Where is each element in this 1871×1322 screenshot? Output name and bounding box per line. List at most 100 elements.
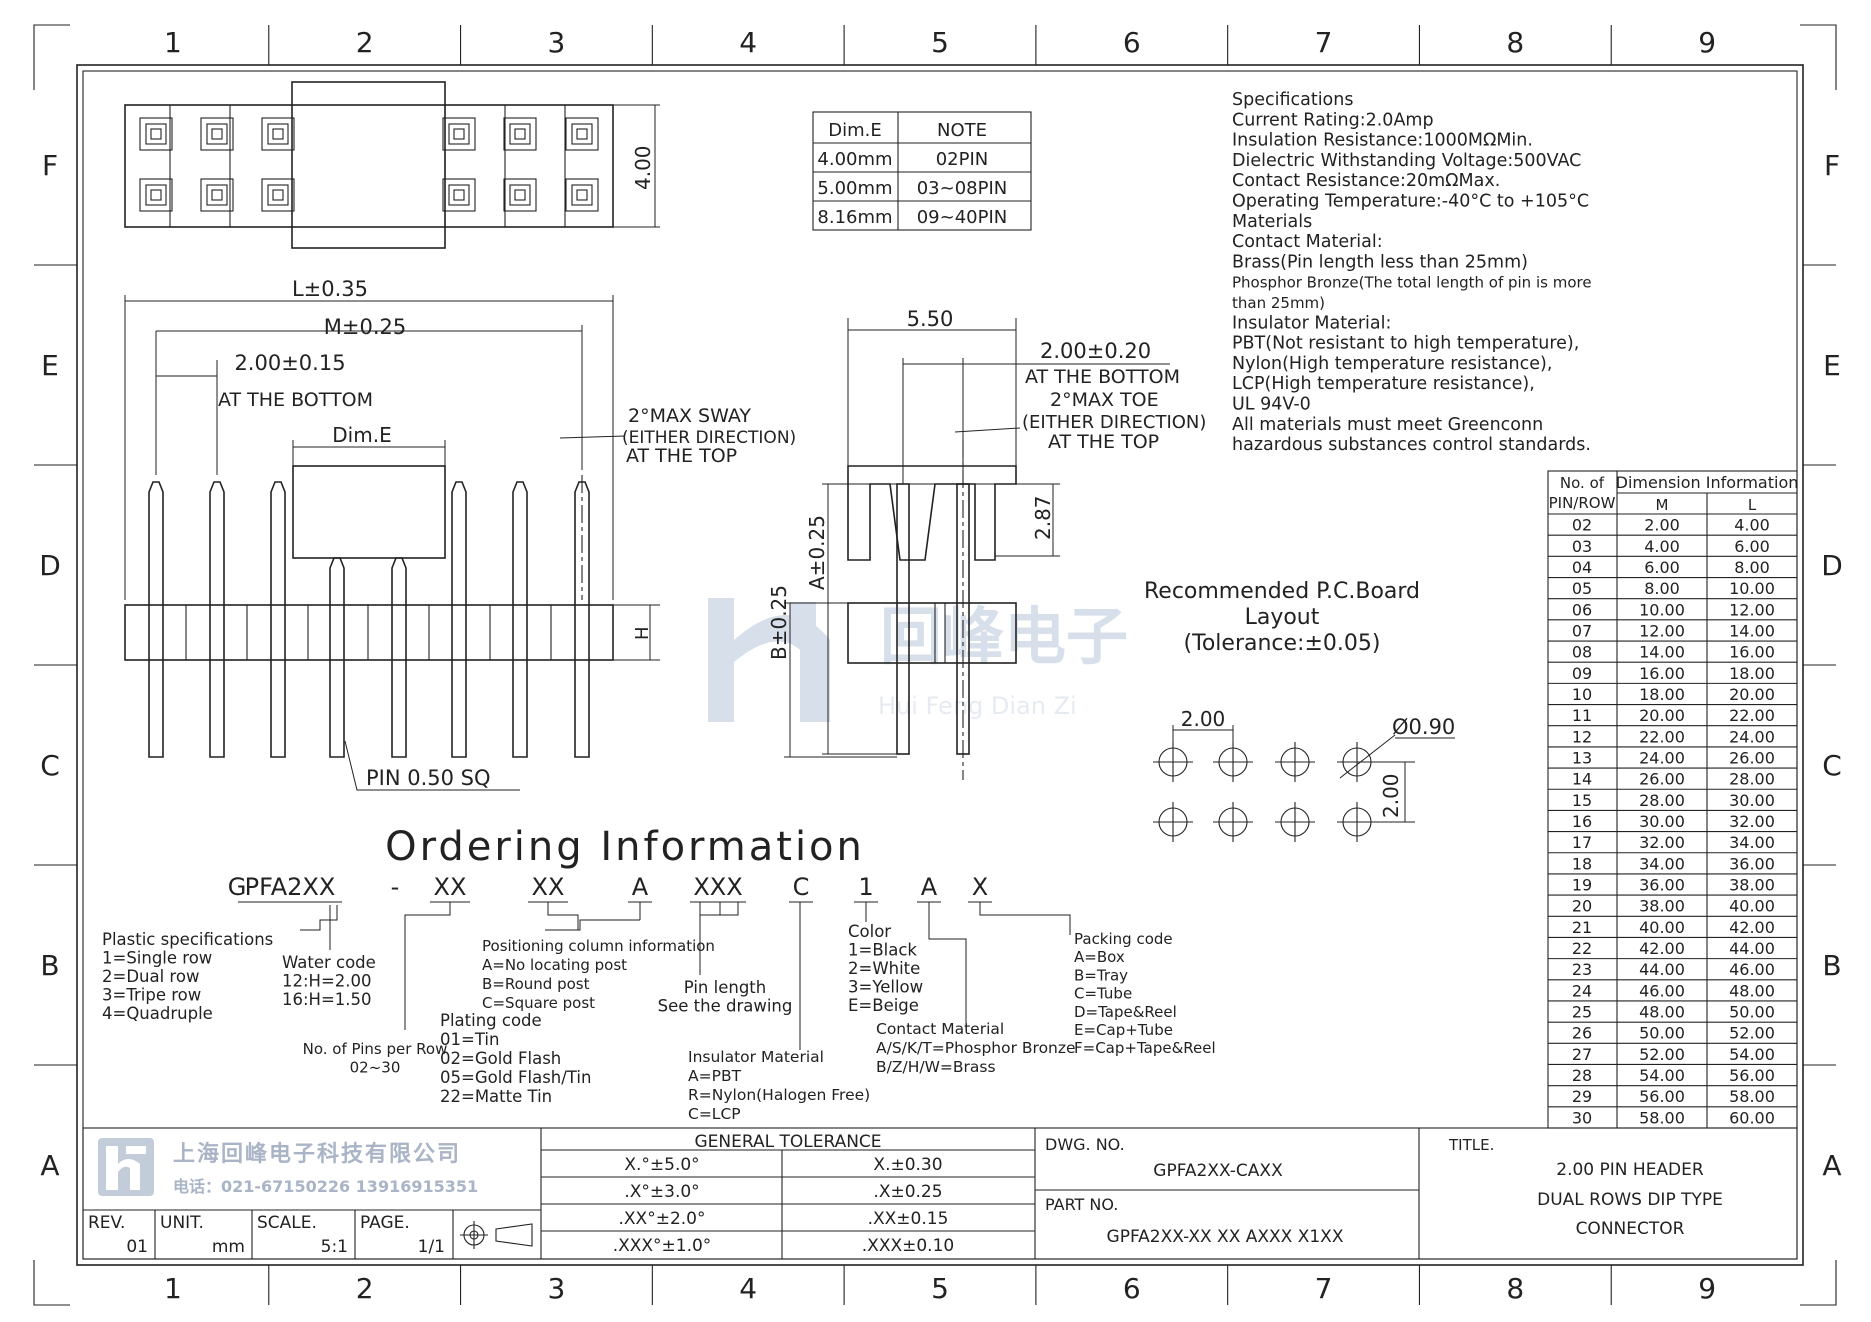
order-plating-line: 02=Gold Flash bbox=[440, 1049, 561, 1068]
note-table-header-dim: Dim.E bbox=[828, 120, 882, 141]
company-logo bbox=[98, 1138, 154, 1196]
dim-table-cell: 48.00 bbox=[1729, 981, 1775, 1000]
dim-table-cell: 21 bbox=[1572, 918, 1592, 937]
pin-square-icon bbox=[503, 178, 537, 212]
side-287-dim: 2.87 bbox=[1031, 495, 1055, 540]
grid-column-label: 4 bbox=[739, 1272, 757, 1305]
pcb-title-line1: Recommended P.C.Board bbox=[1144, 579, 1420, 604]
pin-square-icon bbox=[261, 117, 295, 151]
company-name: 上海回峰电子科技有限公司 bbox=[173, 1141, 461, 1167]
order-code-part: - bbox=[391, 873, 400, 901]
order-code-part: XX bbox=[434, 873, 467, 901]
ordering-title: Ordering Information bbox=[385, 824, 865, 870]
grid-column-label: 4 bbox=[739, 26, 757, 59]
part-no-label: PART NO. bbox=[1045, 1195, 1118, 1214]
header-pin bbox=[270, 481, 286, 758]
grid-column-label: 5 bbox=[931, 1272, 949, 1305]
pin-square-icon bbox=[565, 117, 599, 151]
pcb-pitch-x: 2.00 bbox=[1181, 707, 1226, 731]
front-sway-line2: (EITHER DIRECTION) bbox=[622, 428, 796, 448]
dim-table-cell: 14 bbox=[1572, 770, 1592, 789]
tolerance-row: .X°±3.0°.X±0.25 bbox=[624, 1182, 942, 1202]
side-width-dim: 5.50 bbox=[907, 307, 954, 331]
spec-line: Dielectric Withstanding Voltage:500VAC bbox=[1232, 151, 1581, 171]
note-table-cell: 02PIN bbox=[936, 149, 989, 170]
dim-table-header-l: L bbox=[1748, 496, 1757, 514]
dim-table-cell: 14.00 bbox=[1729, 621, 1775, 640]
dim-table-cell: 28 bbox=[1572, 1066, 1592, 1085]
spec-line: PBT(Not resistant to high temperature), bbox=[1232, 334, 1579, 354]
grid-column-label: 2 bbox=[356, 26, 374, 59]
side-pitch-note: AT THE BOTTOM bbox=[1025, 366, 1180, 388]
grid-column-label: 6 bbox=[1123, 26, 1141, 59]
dim-table-cell: 24 bbox=[1572, 981, 1592, 1000]
pin-square-icon bbox=[200, 178, 234, 212]
grid-column-label: 8 bbox=[1506, 26, 1524, 59]
order-code-part: A bbox=[632, 873, 649, 901]
dim-table-cell: 11 bbox=[1572, 706, 1592, 725]
dim-table-cell: 16 bbox=[1572, 812, 1592, 831]
tolerance-row: .XX°±2.0°.XX±0.15 bbox=[619, 1209, 949, 1229]
title-line1: 2.00 PIN HEADER bbox=[1556, 1160, 1704, 1180]
grid-column-label: 6 bbox=[1123, 1272, 1141, 1305]
dim-table-header-info: Dimension Information bbox=[1616, 473, 1799, 492]
pin-square-icon bbox=[503, 117, 537, 151]
header-pin bbox=[391, 557, 407, 758]
dim-table-cell: 8.00 bbox=[1734, 558, 1770, 577]
scale-value: 5:1 bbox=[321, 1237, 348, 1257]
order-packing-line: F=Cap+Tape&Reel bbox=[1074, 1039, 1216, 1057]
dim-table-cell: 46.00 bbox=[1639, 981, 1685, 1000]
dim-table-cell: 02 bbox=[1572, 516, 1592, 535]
note-table-header-note: NOTE bbox=[937, 120, 987, 141]
pin-square-icon bbox=[442, 178, 476, 212]
dwg-no-label: DWG. NO. bbox=[1045, 1135, 1125, 1154]
order-positioning-line: B=Round post bbox=[482, 975, 590, 993]
dim-table-cell: 32.00 bbox=[1729, 812, 1775, 831]
dim-table-cell: 22 bbox=[1572, 939, 1592, 958]
side-toe-line2: (EITHER DIRECTION) bbox=[1022, 412, 1206, 433]
order-code-part: A bbox=[921, 873, 938, 901]
order-code-part: 1 bbox=[858, 873, 873, 901]
grid-column-label: 9 bbox=[1698, 1272, 1716, 1305]
dim-table-cell: 30.00 bbox=[1729, 791, 1775, 810]
dim-table-cell: 10.00 bbox=[1729, 579, 1775, 598]
note-table: Dim.E NOTE 4.00mm 02PIN 5.00mm 03~08PIN … bbox=[812, 111, 1032, 231]
front-sway-line3: AT THE TOP bbox=[626, 445, 737, 467]
dim-table-cell: 25 bbox=[1572, 1003, 1592, 1022]
order-insulator-line: Insulator Material bbox=[688, 1048, 824, 1066]
dim-table-cell: 08 bbox=[1572, 643, 1592, 662]
grid-row-label: B bbox=[1822, 949, 1841, 982]
dim-table-cell: 54.00 bbox=[1729, 1045, 1775, 1064]
front-pitch-dim: 2.00±0.15 bbox=[234, 351, 345, 375]
grid-row-label: D bbox=[1821, 549, 1843, 582]
spec-line: Brass(Pin length less than 25mm) bbox=[1232, 252, 1528, 272]
grid-column-label: 2 bbox=[356, 1272, 374, 1305]
order-code-part: XXX bbox=[693, 873, 742, 901]
order-insulator-line: R=Nylon(Halogen Free) bbox=[688, 1086, 870, 1104]
spec-line: hazardous substances control standards. bbox=[1232, 435, 1591, 455]
dim-table-header-pinrow: PIN/ROW bbox=[1549, 494, 1616, 512]
table-row: 24 46.00 48.00 bbox=[1572, 981, 1775, 1000]
order-packing-block: Packing codeA=BoxB=TrayC=TubeD=Tape&Reel… bbox=[1074, 930, 1216, 1057]
front-h-dim: H bbox=[632, 626, 653, 640]
pcb-hole-icon bbox=[1153, 802, 1193, 842]
spec-line: Operating Temperature:-40°C to +105°C bbox=[1232, 192, 1589, 212]
dim-table-cell: 13 bbox=[1572, 748, 1592, 767]
grid-column-label: 3 bbox=[548, 1272, 566, 1305]
grid-column-label: 9 bbox=[1698, 26, 1716, 59]
dim-table-cell: 15 bbox=[1572, 791, 1592, 810]
order-color-line: 1=Black bbox=[848, 941, 917, 960]
page-label: PAGE. bbox=[360, 1213, 410, 1233]
